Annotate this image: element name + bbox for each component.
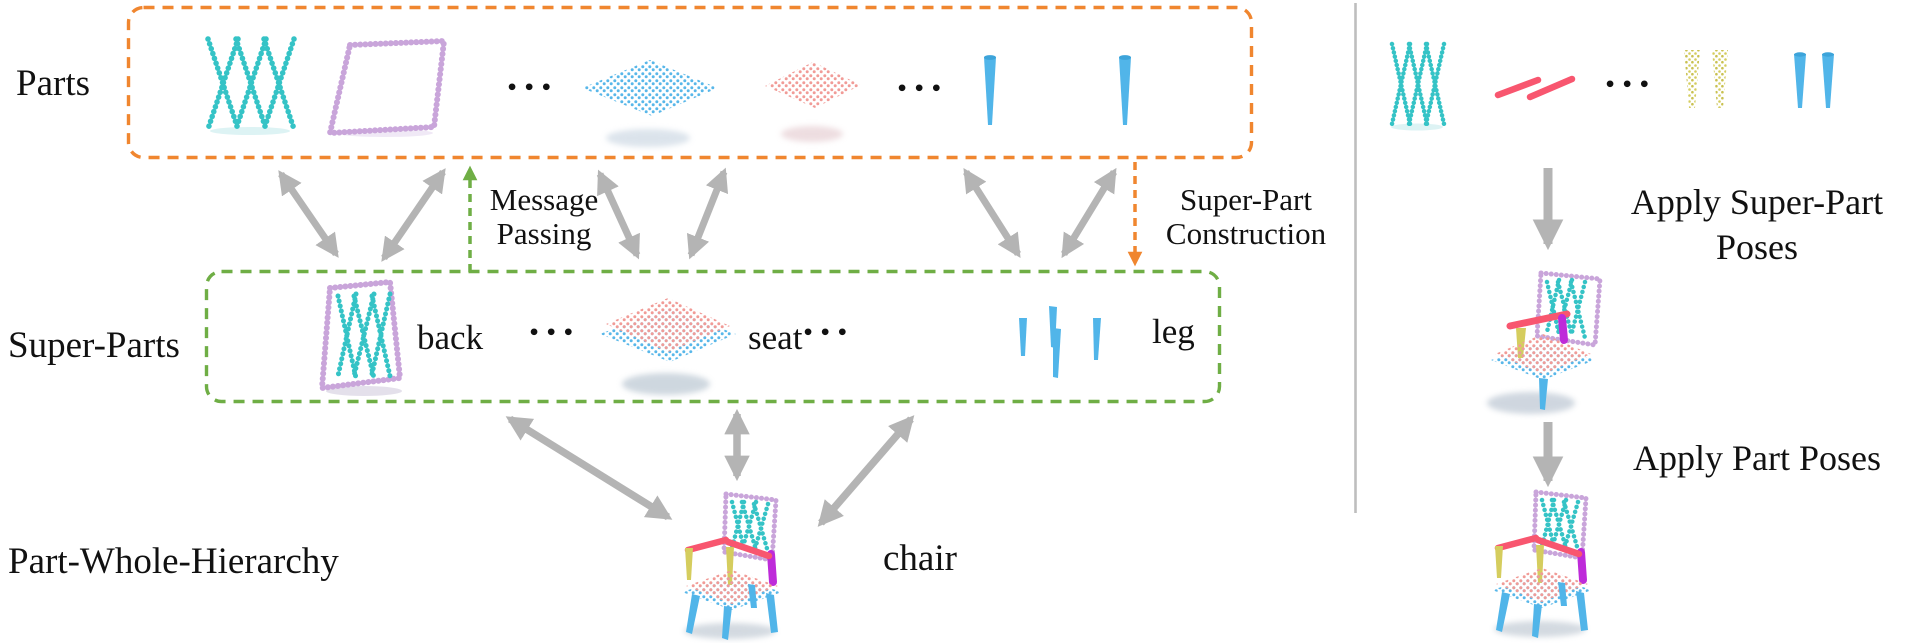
ellipsis-parts-2: ••• — [896, 78, 948, 100]
label-leg: leg — [1152, 312, 1195, 351]
label-super-parts: Super-Parts — [8, 325, 180, 366]
ellipsis-right-parts: ••• — [1604, 74, 1656, 96]
apply-superpart-line2: Poses — [1715, 227, 1799, 267]
part-leg-2 — [1119, 55, 1131, 125]
label-apply-superpart-poses: Apply Super-Part Poses — [1612, 180, 1902, 270]
arrow-back1 — [278, 170, 339, 258]
part-seat-pink — [765, 62, 861, 142]
rp-assembled-chair — [1492, 489, 1592, 638]
label-message-passing: Message Passing — [478, 183, 610, 251]
part-leg-1 — [984, 55, 996, 125]
label-back: back — [417, 318, 484, 357]
label-apply-part-poses: Apply Part Poses — [1632, 438, 1881, 478]
part-back-frame — [326, 37, 448, 137]
part-seat-blue — [582, 60, 718, 147]
apply-superpart-line1: Apply Super-Part — [1630, 182, 1884, 222]
message-line1: Message — [489, 182, 599, 217]
label-part-whole-hierarchy: Part-Whole-Hierarchy — [8, 541, 339, 582]
label-parts: Parts — [16, 63, 90, 104]
superpart-back — [318, 278, 404, 396]
label-seat: seat — [748, 318, 803, 357]
arrow-leg1 — [963, 167, 1021, 259]
ellipsis-parts-1: ••• — [506, 77, 558, 99]
construction-line2: Construction — [1165, 216, 1327, 251]
ellipsis-superparts-1: ••• — [528, 322, 580, 344]
message-line2: Passing — [496, 216, 592, 251]
arrow-seat2 — [686, 167, 729, 260]
rp-legs-blue — [1794, 52, 1834, 108]
rp-legs-yellow — [1684, 50, 1728, 108]
arrow-back2 — [381, 168, 446, 262]
whole-chair — [682, 491, 782, 640]
arrow-whole-left — [505, 415, 673, 521]
construction-line1: Super-Part — [1180, 182, 1312, 217]
superpart-seat — [600, 298, 736, 395]
rp-armrest-bars — [1494, 75, 1576, 101]
rp-intermediate-chair — [1487, 270, 1603, 414]
superpart-legs — [1019, 306, 1101, 378]
ellipsis-superparts-2: ••• — [802, 322, 854, 344]
part-superpart-arrows — [278, 167, 1117, 262]
rp-back-lattice — [1389, 41, 1447, 131]
arrow-whole-right — [817, 415, 915, 527]
label-super-part-construction: Super-Part Construction — [1158, 183, 1334, 251]
arrow-leg2 — [1061, 167, 1117, 259]
part-back-lattice — [205, 36, 297, 135]
label-chair: chair — [883, 538, 957, 579]
